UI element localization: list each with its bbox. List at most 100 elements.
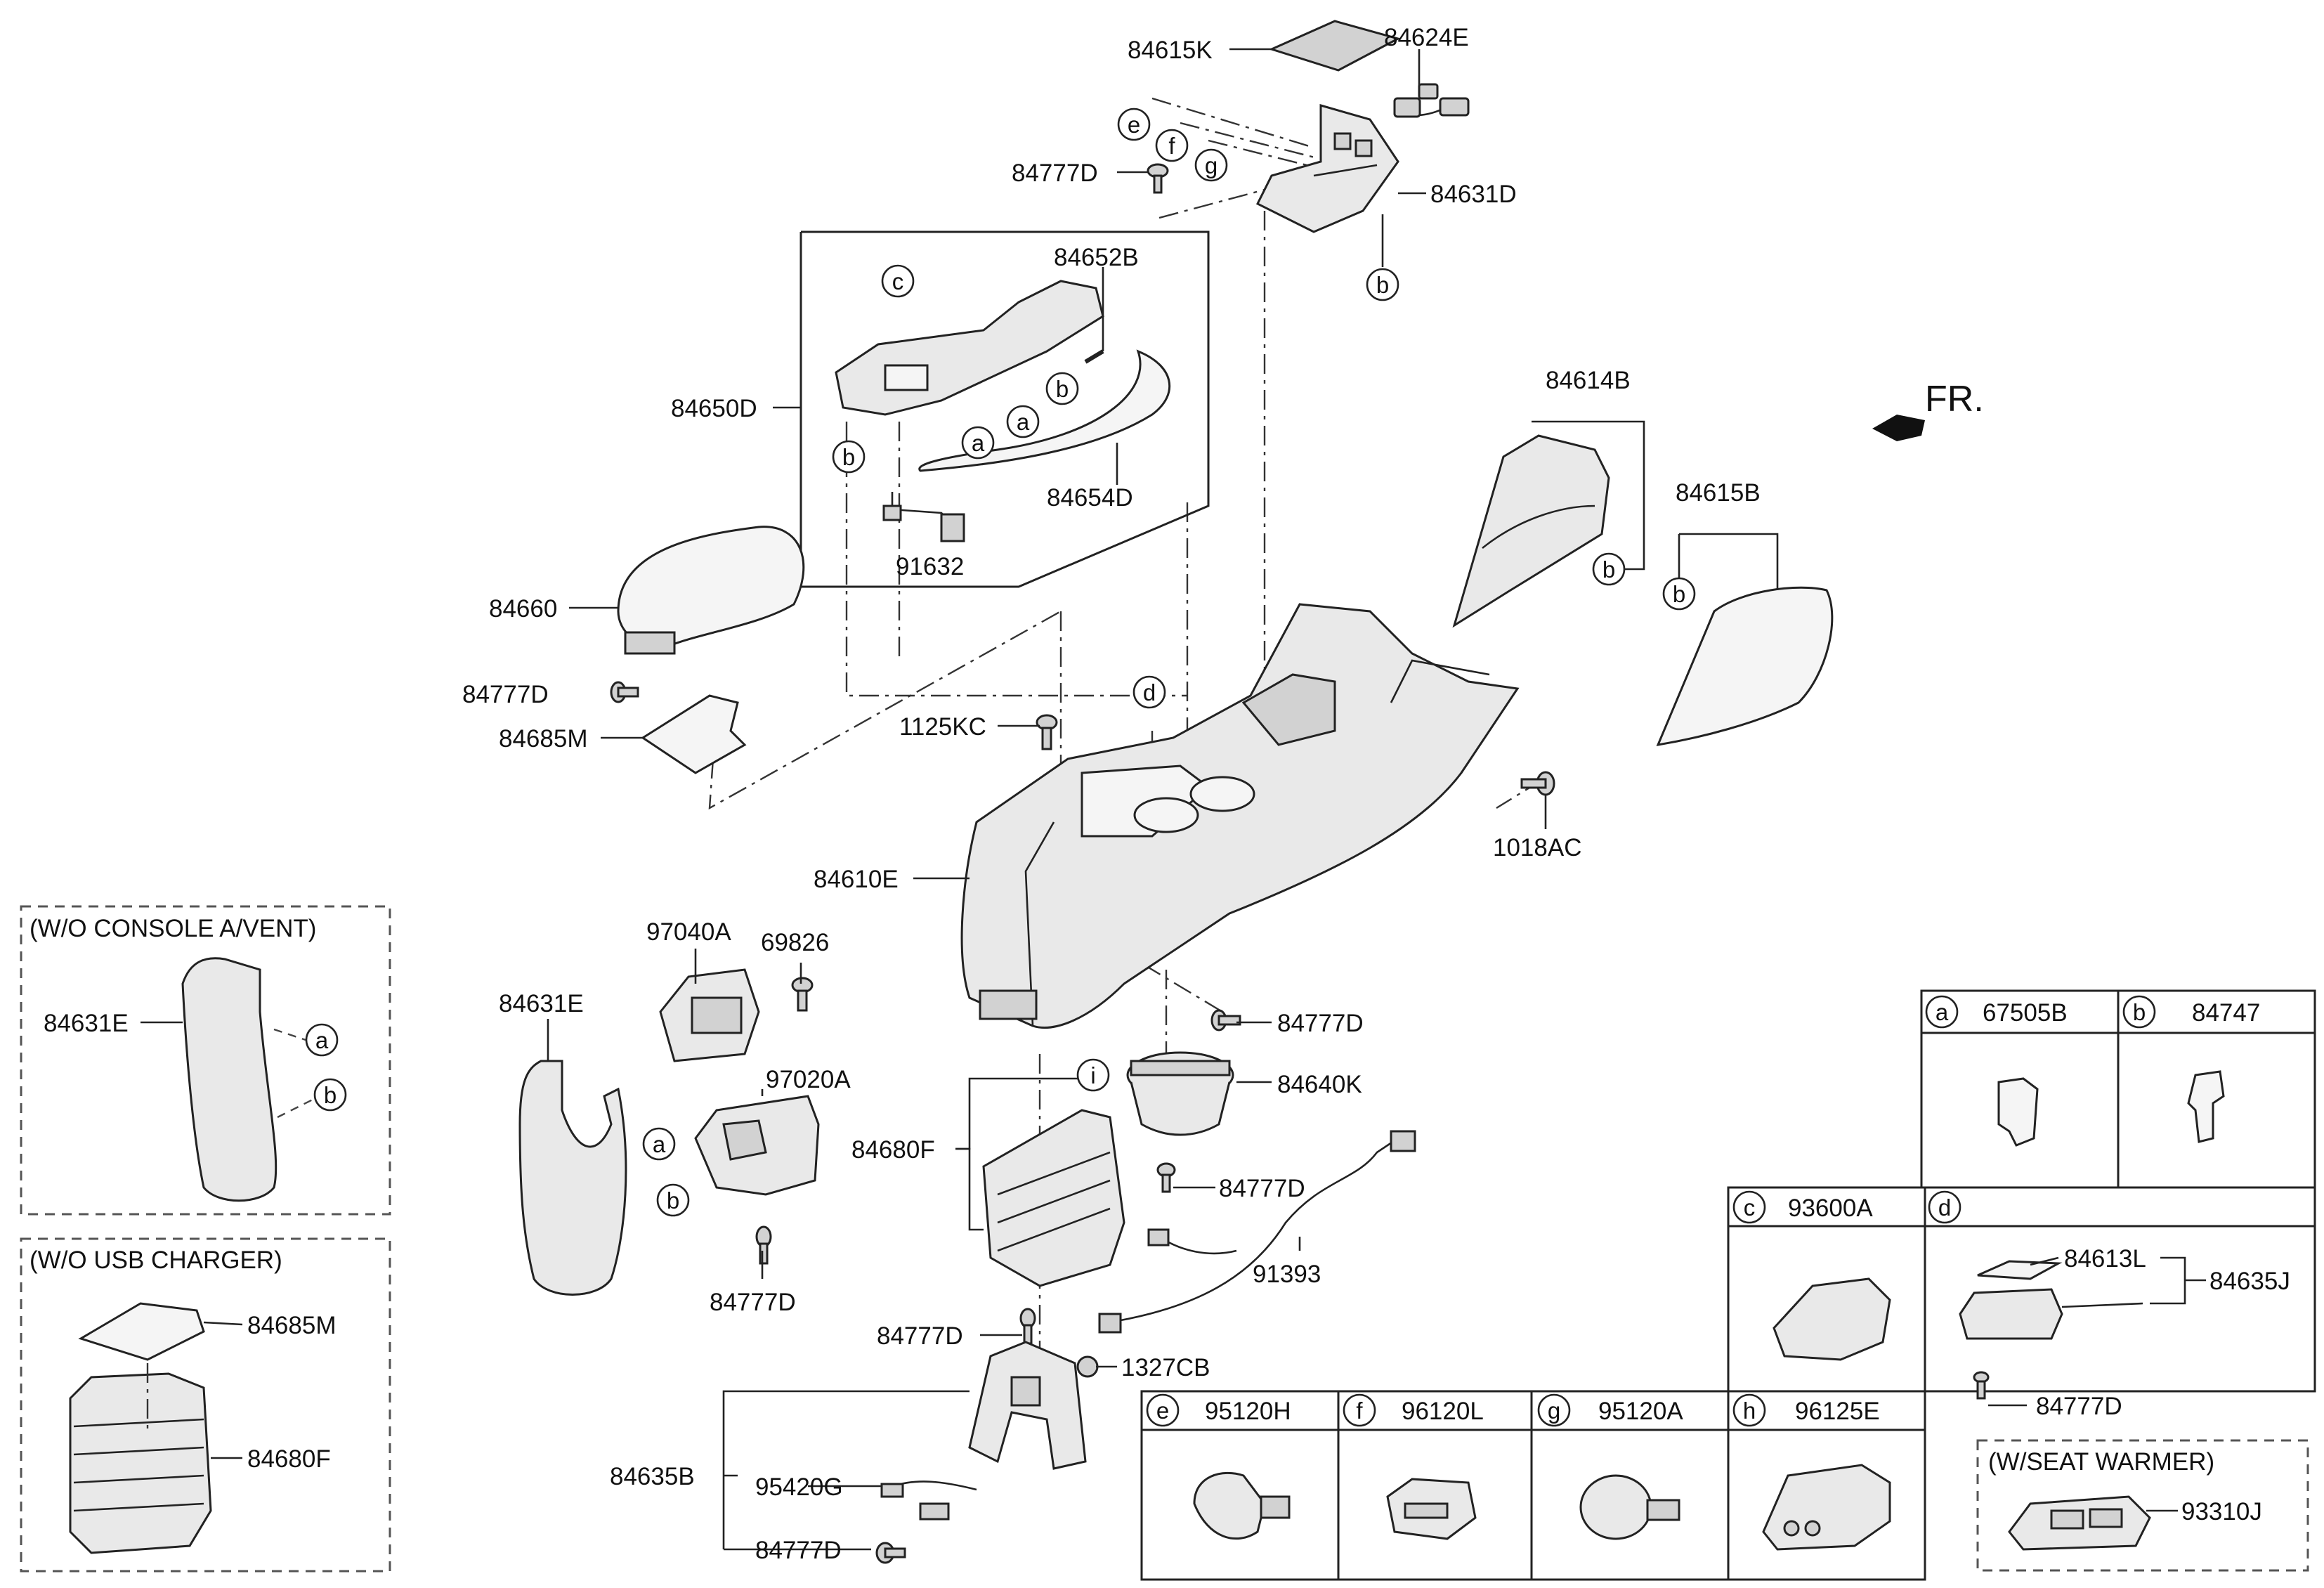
label-84777D: 84777D [1012,160,1098,187]
screw-84777D-bracket [875,1542,906,1564]
svg-text:b: b [1376,272,1389,298]
svg-text:b: b [1056,376,1069,402]
label-84615K: 84615K [1128,37,1213,64]
callout-b: b [1045,372,1079,405]
seat-warmer-box: (W/SEAT WARMER) 93310J [1976,1439,2309,1572]
label-84654D: 84654D [1047,484,1133,512]
svg-text:93600A: 93600A [1788,1195,1873,1222]
label-84777D: 84777D [1219,1175,1305,1202]
callout-a: a [642,1127,676,1161]
svg-text:a: a [1935,999,1949,1025]
svg-text:b: b [1602,557,1615,583]
svg-text:67505B: 67505B [1983,999,2068,1027]
part-95420G-usb-charger [880,1480,977,1521]
screw-84777D-tray [1019,1308,1036,1345]
screw-1125KC [1036,714,1058,750]
legend-cell-b: b 84747 [2122,995,2260,1143]
label-91632: 91632 [896,553,964,580]
variant-title: (W/O CONSOLE A/VENT) [30,915,316,942]
callout-c: c [881,264,915,298]
legend-cell-g: g 95120A [1537,1393,1683,1540]
part-84624E-harness [1393,83,1470,118]
svg-text:a: a [972,430,985,456]
svg-text:b: b [324,1082,337,1108]
screw-84777D-duct [755,1225,772,1265]
label-84631E: 84631E [499,990,584,1017]
label-84631D: 84631D [1430,181,1517,208]
svg-text:a: a [1017,409,1030,435]
svg-text:84777D: 84777D [2036,1393,2122,1420]
svg-text:b: b [842,444,855,470]
callout-a: a [961,426,995,460]
svg-text:g: g [1205,152,1218,178]
svg-text:b: b [1673,581,1685,607]
legend-cell-h: h 96125E [1732,1393,1891,1551]
label-84680F: 84680F [851,1136,935,1164]
legend-cell-d: d 84613L 84635J 84777D [1928,1190,2290,1420]
svg-text:c: c [892,268,904,294]
label-1018AC: 1018AC [1493,834,1581,861]
callout-f: f [1155,129,1189,162]
label-84652B: 84652B [1054,244,1139,271]
svg-text:c: c [1744,1195,1756,1221]
callout-b: b [1366,268,1399,301]
part-97020A-duct [694,1095,820,1196]
svg-text:96125E: 96125E [1795,1398,1880,1425]
callout-a: a [1006,405,1040,438]
svg-text:b: b [667,1187,679,1213]
callout-d: d [1132,675,1166,709]
part-84685M-mat [641,694,747,774]
part-84614B-side-cover [1452,434,1610,628]
label-1327CB: 1327CB [1121,1354,1210,1381]
part-84610E-console [960,603,1520,1029]
label-84660: 84660 [489,595,557,623]
screw-69826 [791,977,814,1012]
svg-text:f: f [1356,1398,1363,1424]
variant-part-label: 84631E [44,1010,129,1037]
svg-text:h: h [1743,1398,1756,1424]
legend-cell-e: e 95120H [1146,1393,1291,1540]
svg-text:84635J: 84635J [2209,1268,2290,1295]
svg-text:a: a [315,1027,329,1053]
screw-84777D-armrest [610,681,639,703]
label-84777D: 84777D [462,681,549,708]
part-84631D-bezel [1255,104,1399,233]
screw-1018AC [1520,771,1555,796]
callout-b: b [1662,577,1696,611]
label-84685M: 84685M [499,725,587,753]
variant-part-label: 84680F [247,1445,331,1473]
callout-b: b [1592,552,1626,586]
front-direction-arrow [1872,415,1925,441]
svg-text:d: d [1938,1195,1951,1221]
svg-text:e: e [1156,1398,1169,1424]
svg-text:f: f [1168,133,1175,159]
svg-text:84747: 84747 [2192,999,2260,1027]
variant-box-wo-console-vent: (W/O CONSOLE A/VENT) 84631E a b [20,905,391,1216]
part-84615K-pad [1268,20,1402,72]
svg-text:a: a [653,1131,666,1157]
legend-cell-c: c 93600A [1732,1190,1891,1361]
svg-text:96120L: 96120L [1402,1398,1484,1425]
svg-text:93310J: 93310J [2181,1498,2262,1525]
part-91393-harness [1098,1130,1416,1334]
variant-box-wo-usb-charger: (W/O USB CHARGER) 84685M 84680F [20,1237,391,1573]
label-84777D: 84777D [877,1322,963,1350]
label-84624E: 84624E [1384,24,1469,51]
part-84680F-tray [982,1109,1125,1287]
variant-part-label: 84685M [247,1312,336,1339]
screw-84777D-console-right [1210,1009,1241,1031]
nut-1327CB [1076,1355,1099,1378]
part-97040A-vent [659,968,760,1062]
label-69826: 69826 [761,929,829,956]
label-fr: FR. [1925,379,1984,419]
label-84650D: 84650D [671,395,757,422]
label-91393: 91393 [1253,1261,1321,1288]
variant-title: (W/O USB CHARGER) [30,1247,282,1274]
callout-g: g [1194,148,1228,182]
legend-cell-f: f 96120L [1343,1393,1484,1540]
svg-text:b: b [2133,999,2146,1025]
label-84615B: 84615B [1676,479,1761,507]
label-84777D: 84777D [1277,1010,1364,1037]
label-84610E: 84610E [814,866,899,893]
